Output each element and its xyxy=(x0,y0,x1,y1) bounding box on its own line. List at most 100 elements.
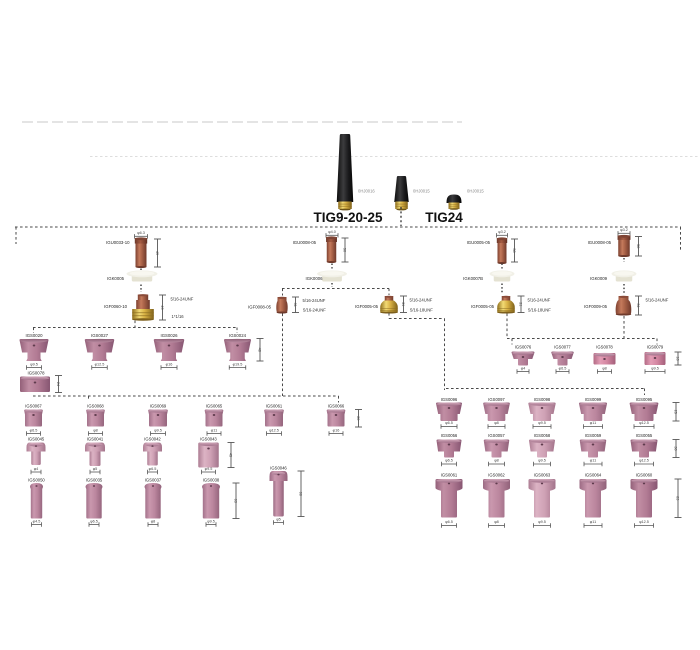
svg-text:63: 63 xyxy=(676,496,680,500)
svg-text:IGS0066: IGS0066 xyxy=(328,404,345,409)
svg-text:48: 48 xyxy=(258,348,262,352)
svg-text:IGS0041: IGS0041 xyxy=(87,437,104,442)
svg-text:IGS0064: IGS0064 xyxy=(585,473,602,478)
svg-text:5/16-24UNF: 5/16-24UNF xyxy=(410,298,433,303)
svg-text:IGS0065: IGS0065 xyxy=(206,404,223,409)
svg-text:φ8: φ8 xyxy=(602,367,607,371)
svg-text:25: 25 xyxy=(674,410,678,414)
svg-text:φ8: φ8 xyxy=(494,421,499,425)
svg-text:φ11: φ11 xyxy=(590,520,596,524)
svg-text:φ8: φ8 xyxy=(494,459,499,463)
svg-text:IGS0067: IGS0067 xyxy=(25,404,42,409)
svg-text:TIG24: TIG24 xyxy=(425,210,463,225)
svg-text:φ12.5: φ12.5 xyxy=(639,421,649,425)
svg-text:31: 31 xyxy=(636,303,640,307)
svg-text:φ3.2: φ3.2 xyxy=(498,230,506,234)
svg-text:IGS0060: IGS0060 xyxy=(636,473,653,478)
svg-text:20: 20 xyxy=(356,416,360,420)
svg-text:φ6.3: φ6.3 xyxy=(137,231,145,235)
svg-text:φ4: φ4 xyxy=(521,367,526,371)
svg-text:φ16: φ16 xyxy=(333,429,340,433)
svg-text:φ6.5: φ6.5 xyxy=(30,429,38,433)
svg-text:φ9.5: φ9.5 xyxy=(538,520,546,524)
svg-text:φ11: φ11 xyxy=(590,459,596,463)
svg-text:φ9.5: φ9.5 xyxy=(207,520,215,524)
svg-text:IGS0056: IGS0056 xyxy=(441,433,458,438)
svg-text:49: 49 xyxy=(155,251,159,255)
svg-text:IGS0095: IGS0095 xyxy=(636,397,653,402)
svg-text:5/16-18UNF: 5/16-18UNF xyxy=(410,308,433,313)
svg-text:φ3.2: φ3.2 xyxy=(620,228,628,232)
svg-text:φ9.5: φ9.5 xyxy=(205,467,213,471)
svg-text:50: 50 xyxy=(343,248,347,252)
svg-text:IGF0005-05: IGF0005-05 xyxy=(471,304,495,309)
svg-text:24: 24 xyxy=(56,382,60,386)
svg-text:IGF0060-10: IGF0060-10 xyxy=(104,304,128,309)
svg-text:IGS0097: IGS0097 xyxy=(488,397,505,402)
svg-text:IGS0050: IGS0050 xyxy=(28,478,45,483)
svg-text:IGS0024: IGS0024 xyxy=(229,333,247,338)
svg-text:φ6.5: φ6.5 xyxy=(149,467,157,471)
svg-text:31: 31 xyxy=(519,302,523,306)
svg-text:φ5: φ5 xyxy=(276,518,281,522)
svg-text:IGS0079: IGS0079 xyxy=(647,345,664,350)
svg-text:φ8: φ8 xyxy=(151,520,156,524)
svg-text:31: 31 xyxy=(293,303,297,307)
svg-text:φ6.5: φ6.5 xyxy=(559,367,567,371)
svg-text:φ9.5: φ9.5 xyxy=(538,459,546,463)
svg-text:φ6.5: φ6.5 xyxy=(445,421,453,425)
svg-text:IGS0061: IGS0061 xyxy=(266,404,283,409)
svg-text:IGS0026: IGS0026 xyxy=(161,333,179,338)
svg-text:5/16-18UNF: 5/16-18UNF xyxy=(528,308,551,313)
svg-text:50: 50 xyxy=(636,244,640,248)
svg-text:IGF0009-05: IGF0009-05 xyxy=(584,304,608,309)
svg-text:IGF0005-05: IGF0005-05 xyxy=(355,304,379,309)
svg-text:IGS0037: IGS0037 xyxy=(145,478,162,483)
svg-text:IGS0096: IGS0096 xyxy=(441,397,458,402)
svg-text:IGU0008-05: IGU0008-05 xyxy=(588,240,612,245)
svg-text:18: 18 xyxy=(676,356,680,360)
svg-text:IGS0027: IGS0027 xyxy=(91,333,109,338)
svg-text:IGU0008-05: IGU0008-05 xyxy=(293,240,317,245)
svg-text:φ6.5: φ6.5 xyxy=(445,520,453,524)
svg-text:45: 45 xyxy=(229,453,233,457)
svg-text:TIG9-20-25: TIG9-20-25 xyxy=(313,210,383,225)
svg-text:IGF0008-05: IGF0008-05 xyxy=(248,305,272,310)
svg-text:IGS0035: IGS0035 xyxy=(86,478,103,483)
svg-text:IGS0078: IGS0078 xyxy=(28,371,46,376)
svg-text:IGS0078: IGS0078 xyxy=(596,345,613,350)
svg-text:φ8: φ8 xyxy=(93,429,98,433)
svg-text:5/16-24UNF: 5/16-24UNF xyxy=(171,297,194,302)
svg-text:φ9.5: φ9.5 xyxy=(154,429,162,433)
svg-text:φ9.5: φ9.5 xyxy=(651,367,659,371)
svg-text:IGS0038: IGS0038 xyxy=(203,478,220,483)
svg-text:IGS0068: IGS0068 xyxy=(87,404,104,409)
svg-text:IGS0077: IGS0077 xyxy=(554,345,571,350)
svg-text:5/16-24UNF: 5/16-24UNF xyxy=(646,298,669,303)
svg-text:φ12.5: φ12.5 xyxy=(95,363,105,367)
svg-text:φ6.5: φ6.5 xyxy=(90,520,98,524)
svg-text:IGS0058: IGS0058 xyxy=(534,433,551,438)
svg-text:IGS0061: IGS0061 xyxy=(441,473,458,478)
svg-text:0HJ0015: 0HJ0015 xyxy=(467,189,484,194)
svg-text:IGS0046: IGS0046 xyxy=(270,466,287,471)
svg-text:IGU0033-10: IGU0033-10 xyxy=(106,240,130,245)
svg-text:IGS0059: IGS0059 xyxy=(585,433,602,438)
svg-text:φ4.5: φ4.5 xyxy=(33,520,41,524)
svg-text:5/16-24UNF: 5/16-24UNF xyxy=(303,308,326,313)
svg-text:φ11: φ11 xyxy=(211,429,217,433)
svg-text:IGS0055: IGS0055 xyxy=(636,433,653,438)
svg-text:IGS0042: IGS0042 xyxy=(144,437,161,442)
svg-text:φ5: φ5 xyxy=(93,467,98,471)
svg-text:66: 66 xyxy=(299,492,303,496)
svg-text:IGS0062: IGS0062 xyxy=(488,473,505,478)
svg-text:IGS0098: IGS0098 xyxy=(534,397,551,402)
svg-text:φ12.5: φ12.5 xyxy=(639,459,649,463)
svg-text:30: 30 xyxy=(674,446,678,450)
svg-text:φ19.5: φ19.5 xyxy=(233,363,243,367)
svg-text:50: 50 xyxy=(512,248,516,252)
svg-text:IGK0006: IGK0006 xyxy=(306,276,324,281)
svg-text:5/16-24UNF: 5/16-24UNF xyxy=(528,298,551,303)
svg-text:IGS0069: IGS0069 xyxy=(150,404,167,409)
svg-text:IGS0076: IGS0076 xyxy=(515,345,532,350)
